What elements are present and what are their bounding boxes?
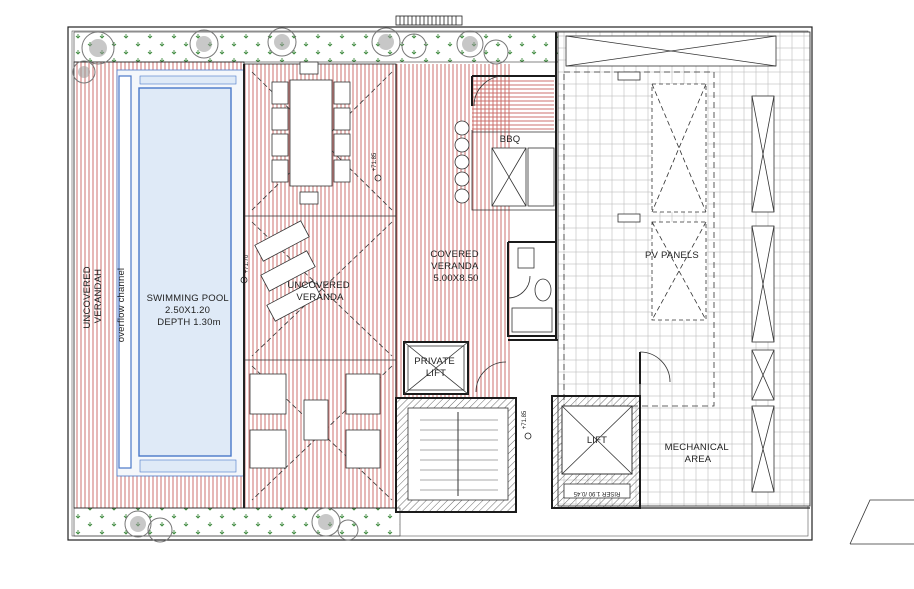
dining-furniture bbox=[271, 61, 351, 205]
level-markers bbox=[240, 174, 532, 440]
main-lift bbox=[551, 395, 641, 509]
uncovered-verandah-label: UNCOVERED VERANDAH bbox=[82, 263, 104, 328]
level-label-3: +71.70 bbox=[244, 254, 250, 273]
level-label-2: +71.85 bbox=[522, 410, 528, 429]
wc-room bbox=[507, 241, 557, 337]
building-outline bbox=[67, 26, 813, 541]
swimming-pool bbox=[116, 69, 246, 477]
pool-label: SWIMMING POOL 2.50X1.20 DEPTH 1.30m bbox=[147, 293, 232, 328]
private-lift-label: PRIVATE LIFT bbox=[414, 356, 457, 379]
mechanical-area-label: MECHANICAL AREA bbox=[665, 442, 732, 465]
pv-panels bbox=[563, 71, 715, 407]
pv-panels-label: PV PANELS bbox=[645, 250, 699, 261]
right-equipment-racks bbox=[751, 95, 775, 493]
private-lift bbox=[403, 341, 469, 395]
staircase bbox=[395, 397, 517, 513]
grass-planter-bottom bbox=[73, 507, 401, 537]
covered-veranda-label: COVERED VERANDA 5.00X8.50 bbox=[430, 249, 481, 284]
top-railing bbox=[395, 15, 463, 26]
uncovered-veranda-label: UNCOVERED VERANDA bbox=[287, 280, 352, 303]
lift-label: LIFT bbox=[587, 435, 607, 446]
bbq-label: BBQ bbox=[500, 134, 521, 145]
bbq-area bbox=[454, 75, 557, 211]
sun-loungers bbox=[254, 220, 322, 322]
riser-label: RISER 1.90 /0.45 bbox=[573, 490, 620, 496]
slab-outline bbox=[849, 499, 914, 545]
level-label-1: +71.85 bbox=[372, 152, 378, 171]
overflow-channel-label: overflow channel bbox=[116, 268, 127, 343]
trees bbox=[72, 27, 509, 543]
outdoor-seating bbox=[249, 373, 381, 469]
doors bbox=[473, 75, 531, 393]
